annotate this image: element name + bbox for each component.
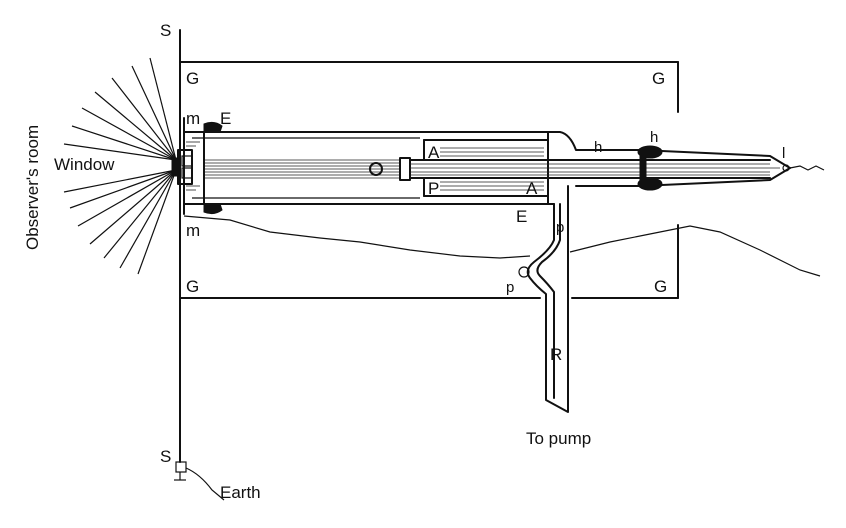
shield-box <box>179 61 679 299</box>
label-g-top-left: G <box>186 69 199 88</box>
label-window: Window <box>54 155 115 174</box>
label-l-tip: l <box>782 145 785 162</box>
label-a-upper: A <box>428 143 440 162</box>
label-p-lower: p <box>506 279 514 296</box>
label-m-bottom: m <box>186 221 200 240</box>
main-cylinder <box>183 117 549 215</box>
label-h-right: h <box>650 129 658 146</box>
label-g-bottom-right: G <box>654 277 667 296</box>
label-g-bottom-left: G <box>186 277 199 296</box>
label-e-top: E <box>220 109 231 128</box>
piston <box>369 157 780 181</box>
label-observers-room: Observer's room <box>23 125 42 250</box>
label-r-tube: R <box>550 345 562 364</box>
seal-ring <box>637 145 663 191</box>
flange-clamps <box>203 121 223 215</box>
window-rays <box>63 57 177 275</box>
label-g-top-right: G <box>652 69 665 88</box>
label-earth: Earth <box>220 483 261 502</box>
label-s-top: S <box>160 21 171 40</box>
label-e-bottom: E <box>516 207 527 226</box>
label-h-left: h <box>594 139 602 156</box>
label-m-top: m <box>186 109 200 128</box>
chamber-a <box>423 131 549 205</box>
earth-connection <box>174 461 225 501</box>
landscape-line <box>183 215 821 277</box>
label-p-upper: p <box>556 219 564 236</box>
label-to-pump: To pump <box>526 429 591 448</box>
pump-tube <box>518 185 569 413</box>
label-s-bottom: S <box>160 447 171 466</box>
label-p-piston: P <box>428 179 439 198</box>
label-a-lower: A <box>526 179 538 198</box>
